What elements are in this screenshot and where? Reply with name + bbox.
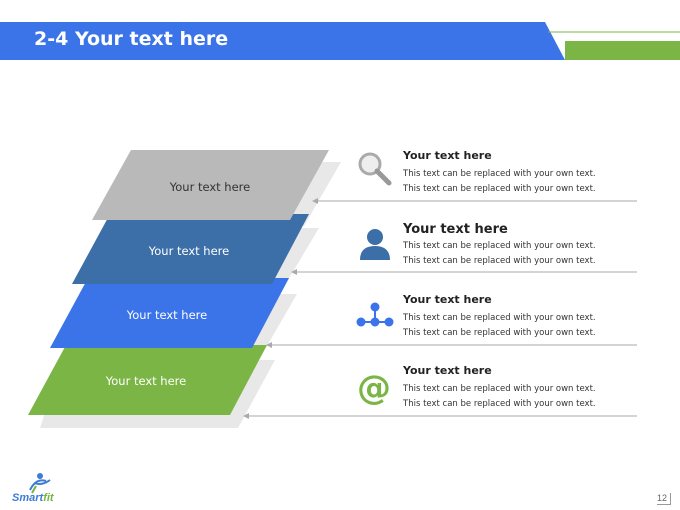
network-icon (356, 302, 394, 327)
svg-text:@: @ (357, 368, 391, 408)
item-heading: Your text here (403, 149, 492, 162)
layer-stack (28, 150, 637, 428)
text-item-4: Your text here This text can be replaced… (403, 364, 633, 412)
item-line: This text can be replaced with your own … (403, 184, 596, 194)
layer-label-2: Your text here (148, 244, 230, 258)
layer-label-1: Your text here (169, 180, 251, 194)
magnifier-icon (358, 152, 392, 186)
item-line: This text can be replaced with your own … (403, 328, 596, 338)
person-icon (360, 229, 390, 260)
layer-green (28, 345, 267, 415)
at-sign-icon: @ (357, 368, 391, 408)
page-title: 2-4 Your text here (34, 28, 229, 50)
logo-text-fit: fit (43, 492, 54, 504)
item-line: This text can be replaced with your own … (403, 313, 596, 323)
layer-gray (92, 150, 329, 220)
layer-label-4: Your text here (105, 374, 187, 388)
text-item-3: Your text here This text can be replaced… (403, 293, 633, 341)
text-item-1: Your text here This text can be replaced… (403, 149, 633, 197)
logo: Smartfit (12, 492, 54, 504)
logo-text-smart: Smart (12, 492, 44, 504)
text-item-2: Your text here This text can be replaced… (403, 222, 633, 269)
item-line: This text can be replaced with your own … (403, 384, 596, 394)
item-heading: Your text here (403, 364, 492, 377)
logo-figure-icon (29, 473, 51, 494)
item-line: This text can be replaced with your own … (403, 256, 596, 266)
layer-label-3: Your text here (126, 308, 208, 322)
item-line: This text can be replaced with your own … (403, 241, 596, 251)
item-heading: Your text here (403, 293, 492, 306)
page-number: 12 (657, 493, 672, 505)
layer-blue (50, 278, 289, 348)
item-heading: Your text here (403, 222, 508, 237)
item-line: This text can be replaced with your own … (403, 169, 596, 179)
item-line: This text can be replaced with your own … (403, 399, 596, 409)
header-band (0, 22, 680, 60)
layer-darkblue (72, 214, 309, 284)
